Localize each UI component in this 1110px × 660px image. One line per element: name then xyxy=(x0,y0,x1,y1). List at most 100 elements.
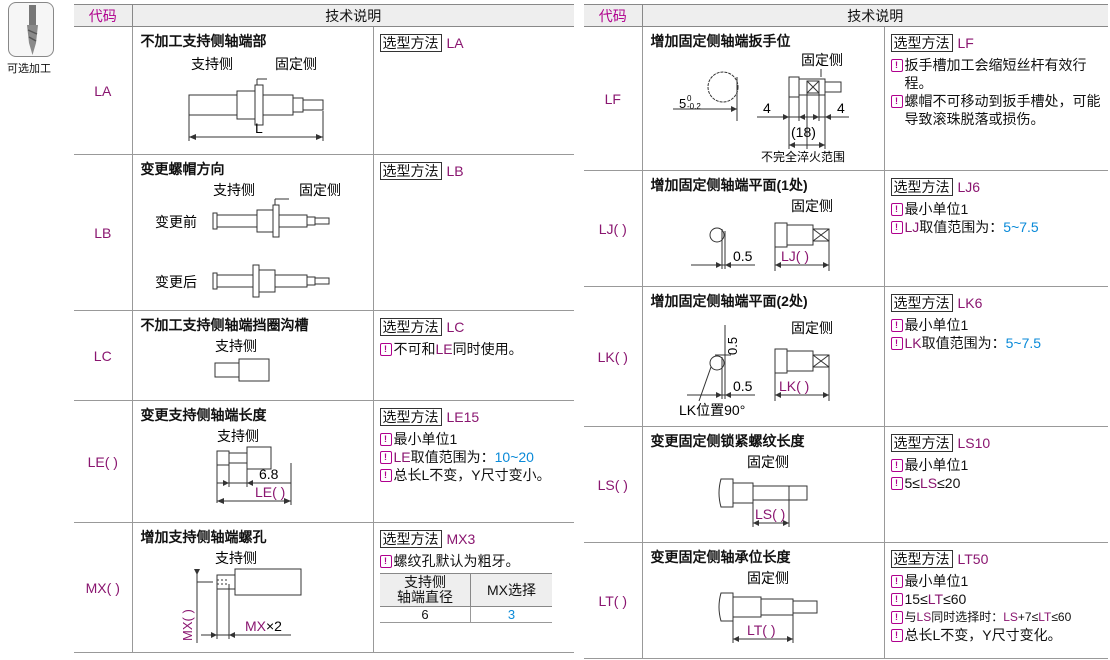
svg-text:LE( ): LE( ) xyxy=(255,484,285,500)
option-code: LK( ) xyxy=(584,286,642,427)
option-code: LE( ) xyxy=(74,400,132,523)
note: 螺帽不可移动到扳手槽处，可能导致滚珠脱落或损伤。 xyxy=(890,92,1103,128)
svg-text:支持侧: 支持侧 xyxy=(215,338,257,354)
svg-text:固定侧: 固定侧 xyxy=(747,454,789,470)
option-code: LJ( ) xyxy=(584,170,642,287)
svg-text:4: 4 xyxy=(837,100,845,116)
note: 不可和LE同时使用。 xyxy=(379,340,569,358)
svg-text:(18): (18) xyxy=(791,124,816,140)
mini-header-diameter: 支持侧轴端直径 xyxy=(379,573,471,607)
option-code: LS( ) xyxy=(584,426,642,543)
desc-header: 技术说明 xyxy=(131,4,574,27)
note: 15≤LT≤60 xyxy=(890,590,1103,608)
lf-diagram: 固定侧 5 0 -0.2 xyxy=(672,52,849,164)
option-code: LC xyxy=(74,310,132,401)
svg-text:MX×2: MX×2 xyxy=(245,618,282,634)
ls-diagram: 固定侧 LS( ) xyxy=(718,454,807,527)
optional-processing-badge: 可选加工 xyxy=(4,2,56,76)
svg-text:0.5: 0.5 xyxy=(725,337,740,355)
right-option-table: 代码 技术说明 LF 增加固定侧轴端扳手位 固定侧 5 0 -0.2 xyxy=(584,4,1108,659)
mx-diagram: 支持侧 MX( ) MX×2 xyxy=(180,550,301,643)
note: LE取值范围为：10~20 xyxy=(379,448,569,466)
svg-text:固定侧: 固定侧 xyxy=(299,182,341,198)
svg-text:变更后: 变更后 xyxy=(155,274,197,290)
note: 最小单位1 xyxy=(890,316,1103,334)
svg-text:MX( ): MX( ) xyxy=(180,609,195,641)
mini-cell-mx: 3 xyxy=(470,606,552,623)
option-row-mx: MX( ) 增加支持侧轴端螺孔 支持侧 MX( ) MX×2 xyxy=(74,522,574,653)
option-row-lk: LK( ) 增加固定侧轴端平面(2处) 固定侧 0.5 0.5 LK位置90° xyxy=(584,286,1108,427)
option-title: 增加固定侧轴端扳手位 xyxy=(650,33,791,49)
note: 最小单位1 xyxy=(890,572,1103,590)
svg-text:5: 5 xyxy=(679,96,686,111)
badge-label: 可选加工 xyxy=(7,63,51,75)
svg-text:LT( ): LT( ) xyxy=(747,622,776,638)
mini-header-mx: MX选择 xyxy=(470,573,552,607)
mini-cell-diameter: 6 xyxy=(379,606,471,623)
option-row-lj: LJ( ) 增加固定侧轴端平面(1处) 固定侧 0.5 xyxy=(584,170,1108,287)
option-code: LB xyxy=(74,154,132,311)
svg-text:6.8: 6.8 xyxy=(259,466,279,482)
svg-text:固定侧: 固定侧 xyxy=(747,570,789,586)
note: 5≤LS≤20 xyxy=(890,474,1103,492)
lc-diagram: 支持侧 xyxy=(214,338,269,382)
la-diagram: 支持侧 固定侧 L xyxy=(188,56,323,141)
svg-text:LK位置90°: LK位置90° xyxy=(679,402,745,418)
option-title: 变更固定侧轴承位长度 xyxy=(650,549,791,565)
svg-text:0.5: 0.5 xyxy=(733,378,753,394)
svg-text:不完全淬火范围: 不完全淬火范围 xyxy=(761,149,845,163)
lt-diagram: 固定侧 LT( ) xyxy=(718,570,817,643)
option-title: 变更固定侧锁紧螺纹长度 xyxy=(650,433,805,449)
left-option-table: 代码 技术说明 LA 不加工支持侧轴端部 支持侧 固定侧 L xyxy=(74,4,574,653)
note: 总长L不变，Y尺寸变化。 xyxy=(890,626,1103,644)
lb-diagram: 支持侧 固定侧 变更前 变更后 xyxy=(155,182,341,298)
fixed-label: 固定侧 xyxy=(275,56,317,72)
desc-header: 技术说明 xyxy=(641,4,1108,27)
code-header: 代码 xyxy=(584,4,642,27)
note: 扳手槽加工会缩短丝杆有效行程。 xyxy=(890,56,1103,92)
support-label: 支持侧 xyxy=(191,56,233,72)
code-header: 代码 xyxy=(74,4,132,27)
option-title: 变更支持侧轴端长度 xyxy=(140,407,267,423)
svg-text:支持侧: 支持侧 xyxy=(215,550,257,566)
svg-text:支持侧: 支持侧 xyxy=(217,428,259,444)
option-title: 不加工支持侧轴端部 xyxy=(140,33,267,49)
lk-diagram: 固定侧 0.5 0.5 LK位置90° xyxy=(679,320,833,418)
note: 最小单位1 xyxy=(379,430,569,448)
option-title: 增加固定侧轴端平面(2处) xyxy=(650,293,808,309)
svg-text:固定侧: 固定侧 xyxy=(791,320,833,336)
drill-bit-icon xyxy=(8,2,54,57)
option-title: 变更螺帽方向 xyxy=(140,161,225,177)
svg-text:变更前: 变更前 xyxy=(155,214,197,230)
option-row-lf: LF 增加固定侧轴端扳手位 固定侧 5 0 -0.2 xyxy=(584,26,1108,171)
svg-text:支持侧: 支持侧 xyxy=(213,182,255,198)
option-row-le: LE( ) 变更支持侧轴端长度 支持侧 6.8 LE( ) xyxy=(74,400,574,523)
option-code: LA xyxy=(74,26,132,155)
svg-text:LK( ): LK( ) xyxy=(779,378,809,394)
note: 总长L不变，Y尺寸变小。 xyxy=(379,466,569,484)
svg-text:LS( ): LS( ) xyxy=(755,506,785,522)
svg-text:LJ( ): LJ( ) xyxy=(781,248,809,264)
svg-text:-0.2: -0.2 xyxy=(687,102,701,111)
option-title: 不加工支持侧轴端挡圈沟槽 xyxy=(140,317,309,333)
svg-text:固定侧: 固定侧 xyxy=(801,52,843,68)
note: 与LS同时选择时：LS+7≤LT≤60 xyxy=(890,608,1103,626)
option-code: MX( ) xyxy=(74,522,132,653)
svg-text:0: 0 xyxy=(687,94,692,103)
svg-text:固定侧: 固定侧 xyxy=(791,198,833,214)
length-label: L xyxy=(255,120,263,136)
lj-diagram: 固定侧 0.5 LJ( ) xyxy=(690,198,833,271)
note: 最小单位1 xyxy=(890,456,1103,474)
